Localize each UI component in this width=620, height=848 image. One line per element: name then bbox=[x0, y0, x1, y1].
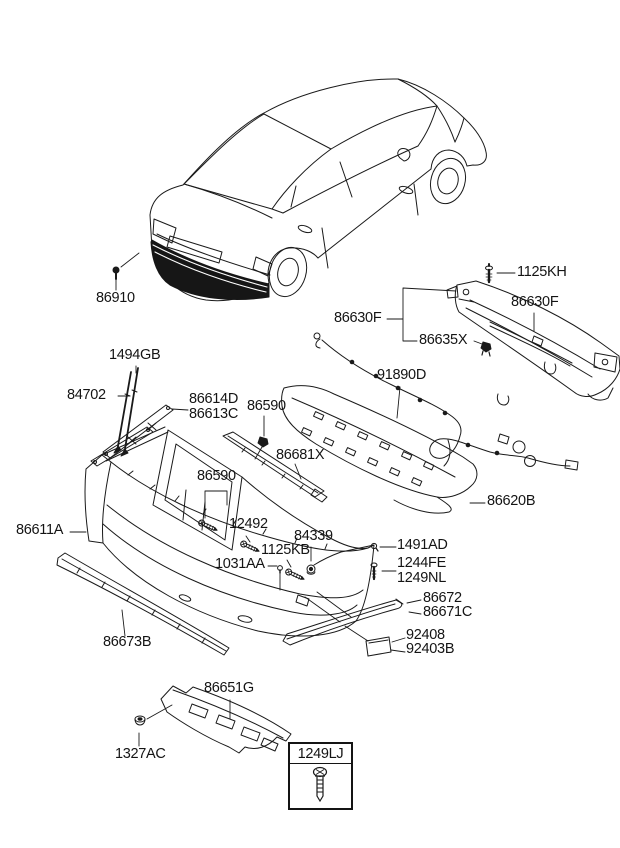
part-label-84702: 84702 bbox=[67, 387, 106, 403]
legend-box-1249LJ: 1249LJ bbox=[288, 742, 353, 810]
bumper-cover bbox=[85, 427, 374, 636]
part-label-86613C: 86613C bbox=[189, 406, 238, 422]
bolt-1125KH-icon bbox=[486, 264, 493, 282]
nut-84339-icon bbox=[307, 565, 315, 574]
side-support-strip bbox=[223, 432, 327, 502]
rivet-1031AA-icon bbox=[278, 566, 283, 573]
absorber-dimples bbox=[302, 412, 434, 486]
bumper-reinforcement-beam bbox=[447, 281, 620, 405]
rear-molding-strip bbox=[283, 599, 403, 645]
legend-part-number: 1249LJ bbox=[290, 744, 351, 764]
screw-86590-icon bbox=[198, 519, 219, 533]
part-label-1249NL: 1249NL bbox=[397, 570, 446, 586]
part-label-91890D: 91890D bbox=[377, 367, 426, 383]
front-wheel bbox=[425, 154, 470, 208]
clip-86635X-icon bbox=[481, 342, 491, 356]
part-label-86590-upper: 86590 bbox=[247, 398, 286, 414]
screw-12492-icon bbox=[240, 540, 261, 554]
part-label-1494GB: 1494GB bbox=[109, 347, 161, 363]
part-label-1491AD: 1491AD bbox=[397, 537, 448, 553]
part-label-86620B: 86620B bbox=[487, 493, 536, 509]
clip-86590-icon bbox=[258, 437, 268, 447]
part-label-86590-lower: 86590 bbox=[197, 468, 236, 484]
part-label-86611A: 86611A bbox=[16, 522, 64, 538]
part-label-86681X: 86681X bbox=[276, 447, 325, 463]
part-label-86630F-right: 86630F bbox=[511, 294, 559, 310]
part-label-86673B: 86673B bbox=[103, 634, 152, 650]
part-label-86614D: 86614D bbox=[189, 391, 238, 407]
lower-protector-strip bbox=[57, 553, 229, 655]
part-label-86651G: 86651G bbox=[204, 680, 254, 696]
reflector bbox=[366, 637, 391, 656]
part-label-86635X: 86635X bbox=[419, 332, 468, 348]
rivet-1491AD-icon bbox=[371, 543, 378, 551]
part-label-84339: 84339 bbox=[294, 528, 333, 544]
car-illustration bbox=[150, 79, 486, 301]
rear-bumper-on-car bbox=[151, 240, 269, 300]
leader-lines bbox=[70, 253, 534, 746]
under-cover-panel bbox=[161, 686, 291, 753]
part-label-86910: 86910 bbox=[96, 290, 135, 306]
part-label-92403B: 92403B bbox=[406, 641, 455, 657]
bolt-86910-icon bbox=[113, 267, 119, 279]
part-label-1327AC: 1327AC bbox=[115, 746, 166, 762]
screw-1244FE-icon bbox=[371, 563, 377, 579]
part-label-1031AA: 1031AA bbox=[215, 556, 265, 572]
part-label-1244FE: 1244FE bbox=[397, 555, 446, 571]
grommet-1327AC-icon bbox=[135, 716, 145, 725]
part-label-86671C: 86671C bbox=[423, 604, 472, 620]
part-label-86630F-left: 86630F bbox=[334, 310, 382, 326]
wiring-harness bbox=[314, 333, 578, 470]
screw-1125KB-icon bbox=[285, 568, 306, 582]
part-label-92408: 92408 bbox=[406, 627, 445, 643]
harness-clips bbox=[349, 359, 500, 456]
energy-absorber bbox=[282, 386, 477, 514]
part-label-12492: 12492 bbox=[229, 516, 268, 532]
part-label-86672: 86672 bbox=[423, 590, 462, 606]
screw-icon bbox=[292, 764, 349, 806]
part-label-1125KH: 1125KH bbox=[517, 264, 567, 280]
part-label-1125KB: 1125KB bbox=[261, 542, 310, 558]
side-rail-strips bbox=[91, 405, 173, 466]
